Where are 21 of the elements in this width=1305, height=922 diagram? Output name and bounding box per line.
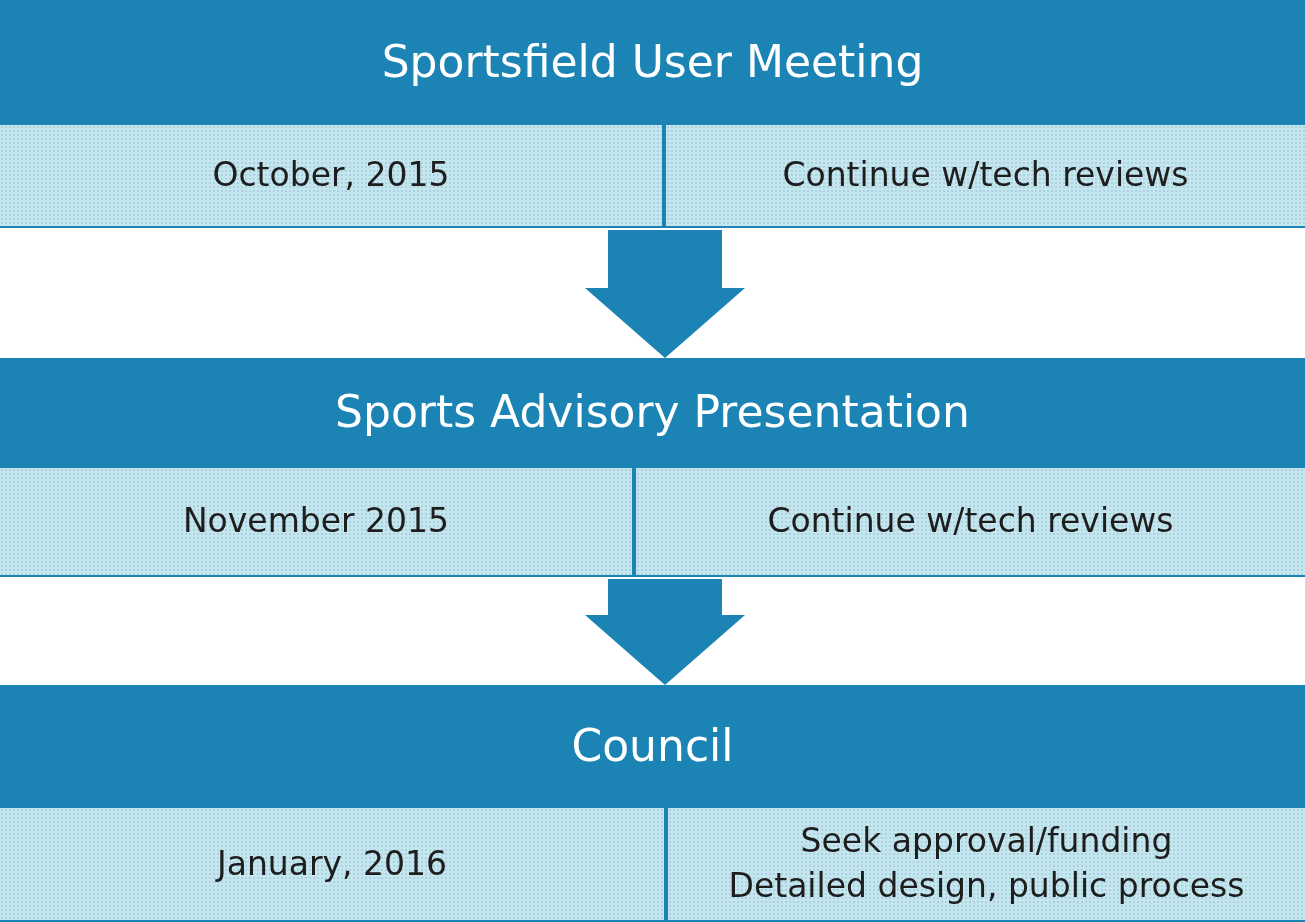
cell-text: Continue w/tech reviews bbox=[767, 500, 1174, 543]
cell-text: November 2015 bbox=[182, 500, 450, 543]
cell-text: Continue w/tech reviews bbox=[782, 154, 1189, 197]
info-cell bbox=[0, 468, 632, 575]
stage-title: Council bbox=[570, 718, 735, 773]
cell-text: Detailed design, public process bbox=[728, 865, 1245, 907]
info-cell bbox=[0, 125, 662, 226]
cell-text: Seek approval/funding bbox=[800, 820, 1173, 863]
stage-panel bbox=[0, 358, 1305, 577]
block-arrow bbox=[585, 579, 745, 685]
cell-text: January, 2016 bbox=[216, 842, 448, 885]
stage-title: Sportsfield User Meeting bbox=[380, 34, 925, 89]
info-cell bbox=[668, 808, 1305, 920]
stage-panel bbox=[0, 685, 1305, 922]
cell-text: October, 2015 bbox=[212, 154, 450, 197]
info-cell bbox=[666, 125, 1305, 226]
stage-panel bbox=[0, 0, 1305, 228]
info-cell bbox=[636, 468, 1305, 575]
block-arrow bbox=[585, 230, 745, 358]
stage-title: Sports Advisory Presentation bbox=[334, 385, 971, 439]
info-cell bbox=[0, 808, 664, 920]
